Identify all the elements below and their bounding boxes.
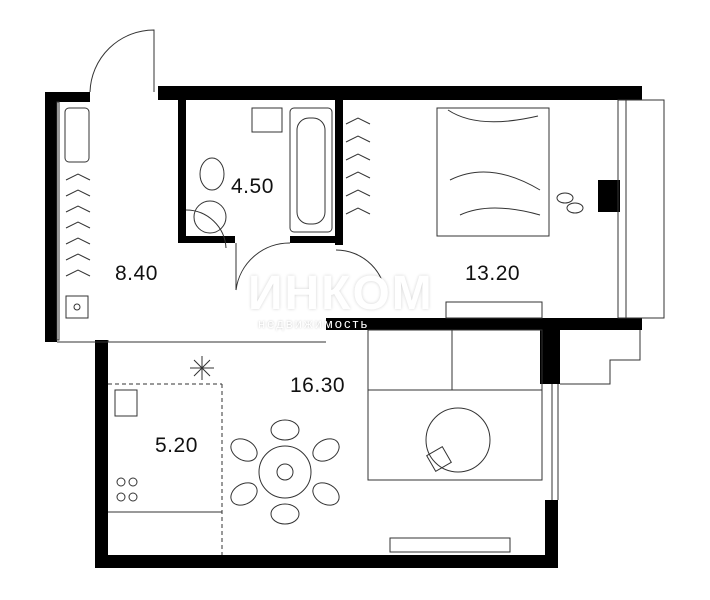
slippers-icon: [556, 192, 574, 204]
living-tv-icon: [389, 537, 511, 553]
stove-icon: [116, 477, 138, 502]
bed-icon: [436, 107, 550, 237]
sofa-icon: [367, 329, 543, 391]
toilet-icon: [199, 157, 225, 191]
hallway-cabinet-icon: [65, 295, 89, 319]
bathroom-area: 4.50: [231, 175, 274, 198]
hood-icon: [190, 356, 214, 380]
rug-icon: [367, 389, 543, 481]
doors: [89, 29, 387, 301]
thin-lines: [56, 99, 665, 555]
bedroom-tv-icon: [445, 301, 543, 319]
watermark-title: ИНКОМ: [248, 267, 434, 320]
furniture: [64, 107, 584, 553]
hanger-icons: [65, 117, 371, 277]
bedroom-area: 13.20: [465, 262, 521, 285]
chair-icons: [230, 419, 340, 525]
dining-table-icon: [258, 445, 312, 499]
hallway-area: 8.40: [115, 262, 158, 285]
sink-icon: [251, 107, 283, 133]
coffee-table-icon: [425, 407, 491, 473]
living-room-area: 16.30: [290, 374, 346, 397]
bathtub-icon: [289, 107, 333, 233]
kitchen-area: 5.20: [155, 434, 198, 457]
hallway-closet-icon: [64, 107, 90, 163]
fridge-icon: [114, 389, 138, 417]
washing-machine-icon: [193, 200, 227, 234]
watermark-subtitle: недвижимость: [258, 316, 370, 331]
walls: [45, 86, 642, 568]
